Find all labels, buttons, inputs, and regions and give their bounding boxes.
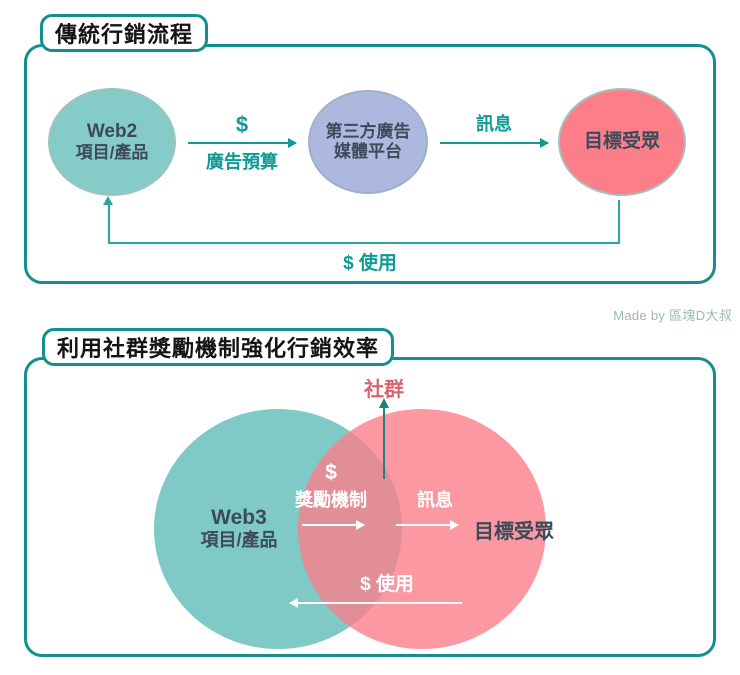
venn-diagram: 社群 Web3 項目/產品 目標受眾 $ 獎勵機制 訊息 $ 使用 — [24, 357, 716, 657]
arrow-dollar-usage-bottom — [289, 598, 462, 608]
dollar-usage-label-bottom: $ 使用 — [360, 574, 414, 595]
credit-text: Made by 區塊D大叔 — [613, 308, 732, 323]
node-third-party-platform: 第三方廣告 媒體平台 — [308, 90, 428, 194]
venn-web3-line1: Web3 — [211, 506, 267, 529]
venn-label-target-audience: 目標受眾 — [474, 521, 554, 543]
message-label-bottom: 訊息 — [417, 490, 453, 510]
ad-budget-label: 廣告預算 — [206, 152, 278, 172]
node-platform-line1: 第三方廣告 — [325, 121, 411, 141]
message-label-top: 訊息 — [476, 114, 512, 134]
node-target-audience-top: 目標受眾 — [558, 88, 686, 196]
web3-panel-title: 利用社群獎勵機制強化行銷效率 — [42, 328, 395, 366]
reward-mechanism-label: 獎勵機制 — [295, 490, 367, 510]
node-web2: Web2 項目/產品 — [48, 88, 176, 196]
node-audience-label-top: 目標受眾 — [583, 130, 660, 152]
node-platform-line2: 媒體平台 — [334, 142, 402, 161]
feedback-loop-arrowhead-icon — [103, 196, 113, 205]
dollar-usage-label-top: $ 使用 — [343, 253, 397, 274]
venn-circle-audience — [298, 409, 546, 649]
feedback-loop-path — [108, 200, 620, 244]
node-web2-line2: 項目/產品 — [75, 143, 149, 163]
budget-dollar-symbol: $ — [235, 112, 249, 137]
arrow-ad-budget — [188, 138, 297, 148]
venn-label-web3: Web3 項目/產品 — [164, 505, 314, 552]
arrow-message-bottom — [396, 520, 459, 530]
venn-web3-line2: 項目/產品 — [200, 530, 278, 551]
arrow-reward-mechanism — [302, 520, 365, 530]
traditional-panel-title: 傳統行銷流程 — [40, 14, 209, 52]
node-web2-line1: Web2 — [86, 120, 138, 142]
reward-dollar-symbol: $ — [325, 461, 337, 484]
arrow-community-up — [379, 398, 389, 479]
community-label: 社群 — [364, 379, 404, 401]
arrow-message-top — [440, 138, 549, 148]
